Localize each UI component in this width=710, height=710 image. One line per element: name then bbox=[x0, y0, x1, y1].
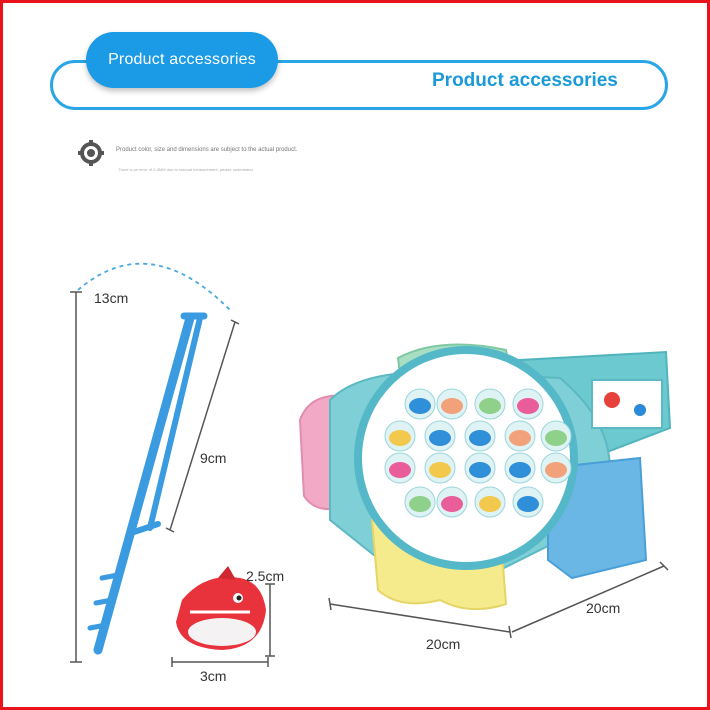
fish-grid bbox=[384, 388, 572, 518]
notice-subtext: There is an error of 0-3MM due to manual… bbox=[118, 167, 254, 172]
toy-fish bbox=[409, 398, 431, 414]
toy-fish bbox=[545, 430, 567, 446]
toy-fish bbox=[479, 496, 501, 512]
toy-fish bbox=[509, 462, 531, 478]
header-pill-label: Product accessories bbox=[108, 51, 256, 68]
rod-string-dimension: 13cm bbox=[94, 290, 129, 306]
toy-fish bbox=[469, 462, 491, 478]
toy-fish bbox=[429, 462, 451, 478]
toy-fish bbox=[517, 398, 539, 414]
toy-fish bbox=[441, 496, 463, 512]
header-pill: Product accessories bbox=[86, 32, 278, 88]
board-depth-dimension: 20cm bbox=[586, 600, 621, 616]
fish-dimension-lines bbox=[171, 583, 275, 667]
fish-width-dimension: 3cm bbox=[200, 668, 227, 684]
toy-fish bbox=[469, 430, 491, 446]
string-arc bbox=[77, 262, 233, 313]
toy-fish bbox=[389, 430, 411, 446]
toy-fish bbox=[429, 430, 451, 446]
toy-fish bbox=[409, 496, 431, 512]
rod-length-dimension: 9cm bbox=[200, 450, 227, 466]
toy-fish bbox=[517, 496, 539, 512]
board-dimension-lines bbox=[328, 561, 669, 639]
toy-fish bbox=[479, 398, 501, 414]
notice-text: Product color, size and dimensions are s… bbox=[116, 147, 298, 153]
fishing-rod bbox=[87, 312, 208, 655]
toy-fish bbox=[545, 462, 567, 478]
rod-dimension-lines bbox=[70, 291, 240, 663]
gear-icon bbox=[78, 140, 104, 166]
fish-height-dimension: 2.5cm bbox=[246, 568, 285, 584]
toy-fish bbox=[509, 430, 531, 446]
board-width-dimension: 20cm bbox=[426, 636, 461, 652]
header-title: Product accessories bbox=[432, 70, 618, 91]
shark-fish-piece bbox=[176, 566, 266, 650]
toy-fish bbox=[389, 462, 411, 478]
toy-fish bbox=[441, 398, 463, 414]
